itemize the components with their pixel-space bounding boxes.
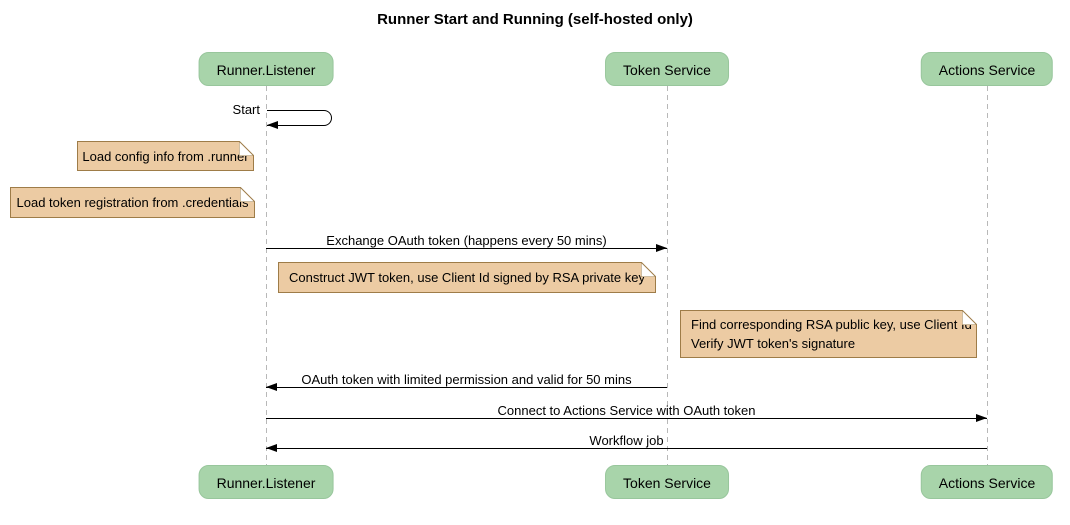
- lifeline-token-service: [667, 86, 668, 465]
- arrow-right-icon: [266, 414, 987, 422]
- participant-label: Runner.Listener: [216, 62, 316, 78]
- note-fold-icon: [962, 310, 977, 325]
- note-text: Load config info from .runner: [82, 148, 249, 164]
- note-construct-jwt: Construct JWT token, use Client Id signe…: [278, 262, 656, 293]
- message-connect-actions-service: Connect to Actions Service with OAuth to…: [266, 403, 987, 422]
- note-fold-icon: [239, 141, 254, 156]
- participant-runner-listener-top: Runner.Listener: [198, 52, 334, 86]
- participant-label: Token Service: [623, 475, 711, 491]
- note-text: Load token registration from .credential…: [16, 195, 249, 210]
- note-load-config: Load config info from .runner: [77, 141, 254, 171]
- arrow-left-icon: [266, 383, 667, 391]
- note-verify-jwt: Find corresponding RSA public key, use C…: [680, 310, 977, 358]
- self-message-start-loop: [267, 110, 332, 126]
- message-oauth-token-response: OAuth token with limited permission and …: [266, 372, 667, 391]
- diagram-title: Runner Start and Running (self-hosted on…: [377, 11, 693, 28]
- arrow-left-icon: [266, 444, 987, 452]
- arrowhead-left-icon: [267, 121, 278, 129]
- participant-actions-service-bottom: Actions Service: [920, 465, 1054, 499]
- participant-label: Runner.Listener: [216, 475, 316, 491]
- note-text: Find corresponding RSA public key, use C…: [691, 317, 972, 351]
- note-fold-icon: [641, 262, 656, 277]
- participant-label: Token Service: [623, 62, 711, 78]
- message-workflow-job: Workflow job: [266, 433, 987, 452]
- arrow-right-icon: [266, 244, 667, 252]
- note-text: Construct JWT token, use Client Id signe…: [289, 270, 645, 285]
- lifeline-runner-listener: [266, 86, 267, 465]
- participant-runner-listener-bottom: Runner.Listener: [198, 465, 334, 499]
- participant-label: Actions Service: [938, 475, 1036, 491]
- message-exchange-oauth-token: Exchange OAuth token (happens every 50 m…: [266, 233, 667, 252]
- participant-token-service-top: Token Service: [605, 52, 729, 86]
- message-label: Exchange OAuth token (happens every 50 m…: [326, 233, 607, 248]
- message-label: Workflow job: [589, 433, 664, 448]
- self-message-start-label: Start: [232, 102, 260, 117]
- participant-actions-service-top: Actions Service: [920, 52, 1054, 86]
- message-label: OAuth token with limited permission and …: [301, 372, 632, 387]
- participant-token-service-bottom: Token Service: [605, 465, 729, 499]
- message-label: Connect to Actions Service with OAuth to…: [497, 403, 756, 418]
- participant-label: Actions Service: [938, 62, 1036, 78]
- note-fold-icon: [240, 187, 255, 202]
- note-load-token-registration: Load token registration from .credential…: [10, 187, 255, 218]
- lifeline-actions-service: [987, 86, 988, 465]
